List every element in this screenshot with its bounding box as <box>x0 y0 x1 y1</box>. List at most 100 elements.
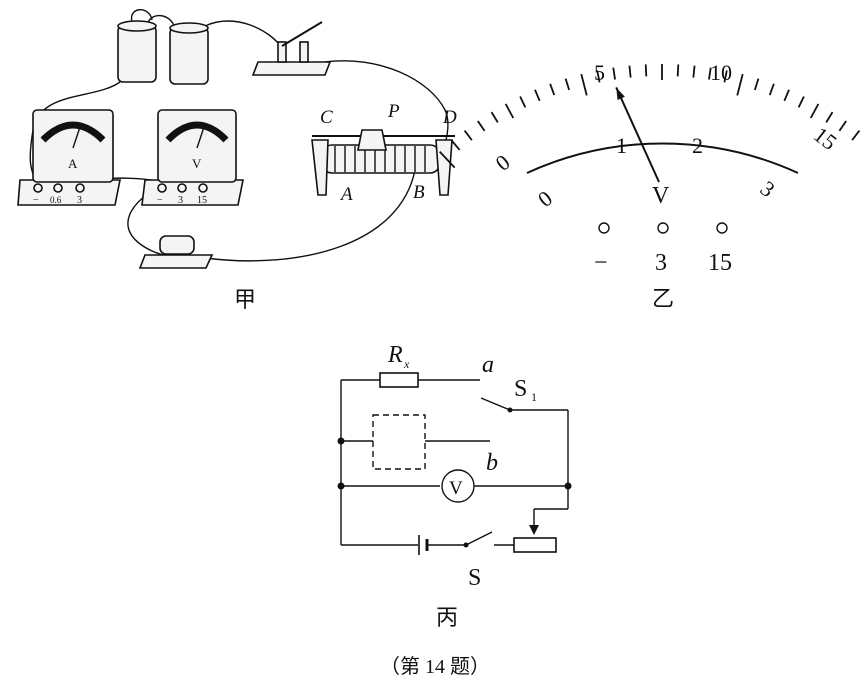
ammeter-terminal-3-post <box>75 183 85 193</box>
figure-jia: A − 0.6 3 V − 3 15 <box>17 9 457 312</box>
dial-terminal-15: 15 <box>708 250 732 276</box>
unknown-element-box <box>372 414 426 470</box>
dial-tick <box>809 103 820 119</box>
battery-cell-2-top <box>169 22 209 34</box>
dial-tick <box>851 130 861 141</box>
switch-post-2 <box>299 41 309 63</box>
rheostat-right-leg <box>435 139 453 196</box>
wiper-arrow <box>529 525 539 535</box>
dial-tick <box>451 140 461 151</box>
switch-blade <box>281 21 323 47</box>
voltmeter-terminal-neg: − <box>157 195 163 206</box>
figure-bing: V R x a b S 1 S 丙 <box>337 342 572 630</box>
rheostat-left-leg <box>311 139 329 196</box>
ammeter-terminal-2-post <box>53 183 63 193</box>
resistor-rx <box>379 372 419 388</box>
junction-dot <box>337 482 345 490</box>
dial-tick <box>504 103 515 119</box>
junction-dot <box>564 482 572 490</box>
test-resistor <box>138 235 214 269</box>
s1-subscript: 1 <box>531 390 537 404</box>
ammeter-terminal-0.6: 0.6 <box>50 195 62 205</box>
rheostat: C P D A B <box>311 101 457 205</box>
s1-label: S <box>514 376 527 402</box>
circuit-rheostat <box>513 537 557 553</box>
dial-tick <box>825 111 834 123</box>
dial-tick <box>628 65 632 78</box>
dial-ticks <box>439 64 864 169</box>
ammeter: A − 0.6 3 <box>17 109 121 206</box>
rheostat-label-A: A <box>339 184 353 205</box>
caption-yi: 乙 <box>652 286 674 311</box>
dial-meter-symbol: V <box>652 183 670 209</box>
scale15-label-5: 5 <box>594 60 605 85</box>
switch-s1-blade <box>480 397 511 411</box>
dial-tick <box>477 120 486 132</box>
rheostat-label-P: P <box>387 101 400 122</box>
dial-tick <box>692 65 696 78</box>
dial-terminal-neg: − <box>594 250 608 276</box>
rheostat-label-B: B <box>413 182 425 203</box>
battery-top-wire <box>130 9 153 23</box>
scale15-label-10: 10 <box>710 60 732 85</box>
dial-tick <box>490 111 499 123</box>
figure-yi: 0 5 10 15 0 1 2 3 V − 3 15 乙 <box>439 60 864 311</box>
voltmeter-terminal-1-post <box>157 183 167 193</box>
ammeter-symbol: A <box>68 156 78 171</box>
circuit-voltmeter-symbol: V <box>449 478 463 499</box>
rheostat-label-D: D <box>442 107 457 128</box>
voltmeter-dial <box>165 121 229 143</box>
scale3-label-3: 3 <box>756 176 780 202</box>
ammeter-needle <box>72 123 82 149</box>
rheostat-label-C: C <box>320 107 333 128</box>
dial-tick <box>596 70 601 83</box>
dial-tick <box>708 67 712 80</box>
caption-jia: 甲 <box>234 287 256 312</box>
dial-tick <box>783 89 790 102</box>
voltmeter-needle <box>196 123 206 149</box>
contact-b-label: b <box>486 450 498 476</box>
ammeter-dial <box>40 121 106 143</box>
voltmeter-terminal-2-post <box>177 183 187 193</box>
dial-tick <box>534 89 541 102</box>
resistor-base <box>138 254 214 269</box>
scale3-label-1: 1 <box>616 133 627 158</box>
dial-tick <box>768 83 775 96</box>
dial-tick <box>644 64 648 77</box>
rx-subscript: x <box>403 357 410 371</box>
voltmeter-terminal-3-post <box>198 183 208 193</box>
dial-needle <box>615 87 660 183</box>
dial-scale-0-15: 0 5 10 15 <box>491 60 842 176</box>
dial-tick <box>736 73 744 96</box>
dial-terminal-3-post <box>657 222 669 234</box>
scale3-label-2: 2 <box>692 133 703 158</box>
resistor-to-rheostat-wire <box>204 169 416 262</box>
dial-terminal-neg-post <box>598 222 610 234</box>
voltmeter-terminal-15: 15 <box>197 195 207 206</box>
scale15-label-0: 0 <box>491 149 515 175</box>
battery-to-switch-wire <box>204 20 283 49</box>
dial-tick <box>797 96 805 108</box>
scale3-label-0: 0 <box>533 185 557 211</box>
dial-tick <box>723 70 728 83</box>
dial-tick <box>549 83 556 96</box>
ammeter-terminal-1-post <box>33 183 43 193</box>
ammeter-terminal-3: 3 <box>77 195 82 206</box>
dial-tick <box>612 67 616 80</box>
resistor-body <box>159 235 195 255</box>
switch-post-1 <box>277 41 287 63</box>
battery-cell-1-top <box>117 20 157 32</box>
voltmeter-symbol: V <box>192 156 202 171</box>
rheostat-slider <box>357 129 387 151</box>
dial-arc <box>526 142 799 174</box>
contact-a-label: a <box>482 352 494 378</box>
junction-dot <box>337 437 345 445</box>
dial-tick <box>838 120 847 132</box>
dial-tick <box>564 78 571 91</box>
battery-cell-2 <box>169 27 209 85</box>
scale15-label-15: 15 <box>809 122 842 155</box>
problem-caption: （第 14 题） <box>380 655 490 678</box>
dial-tick <box>580 73 588 96</box>
ammeter-terminal-neg: − <box>33 195 39 206</box>
